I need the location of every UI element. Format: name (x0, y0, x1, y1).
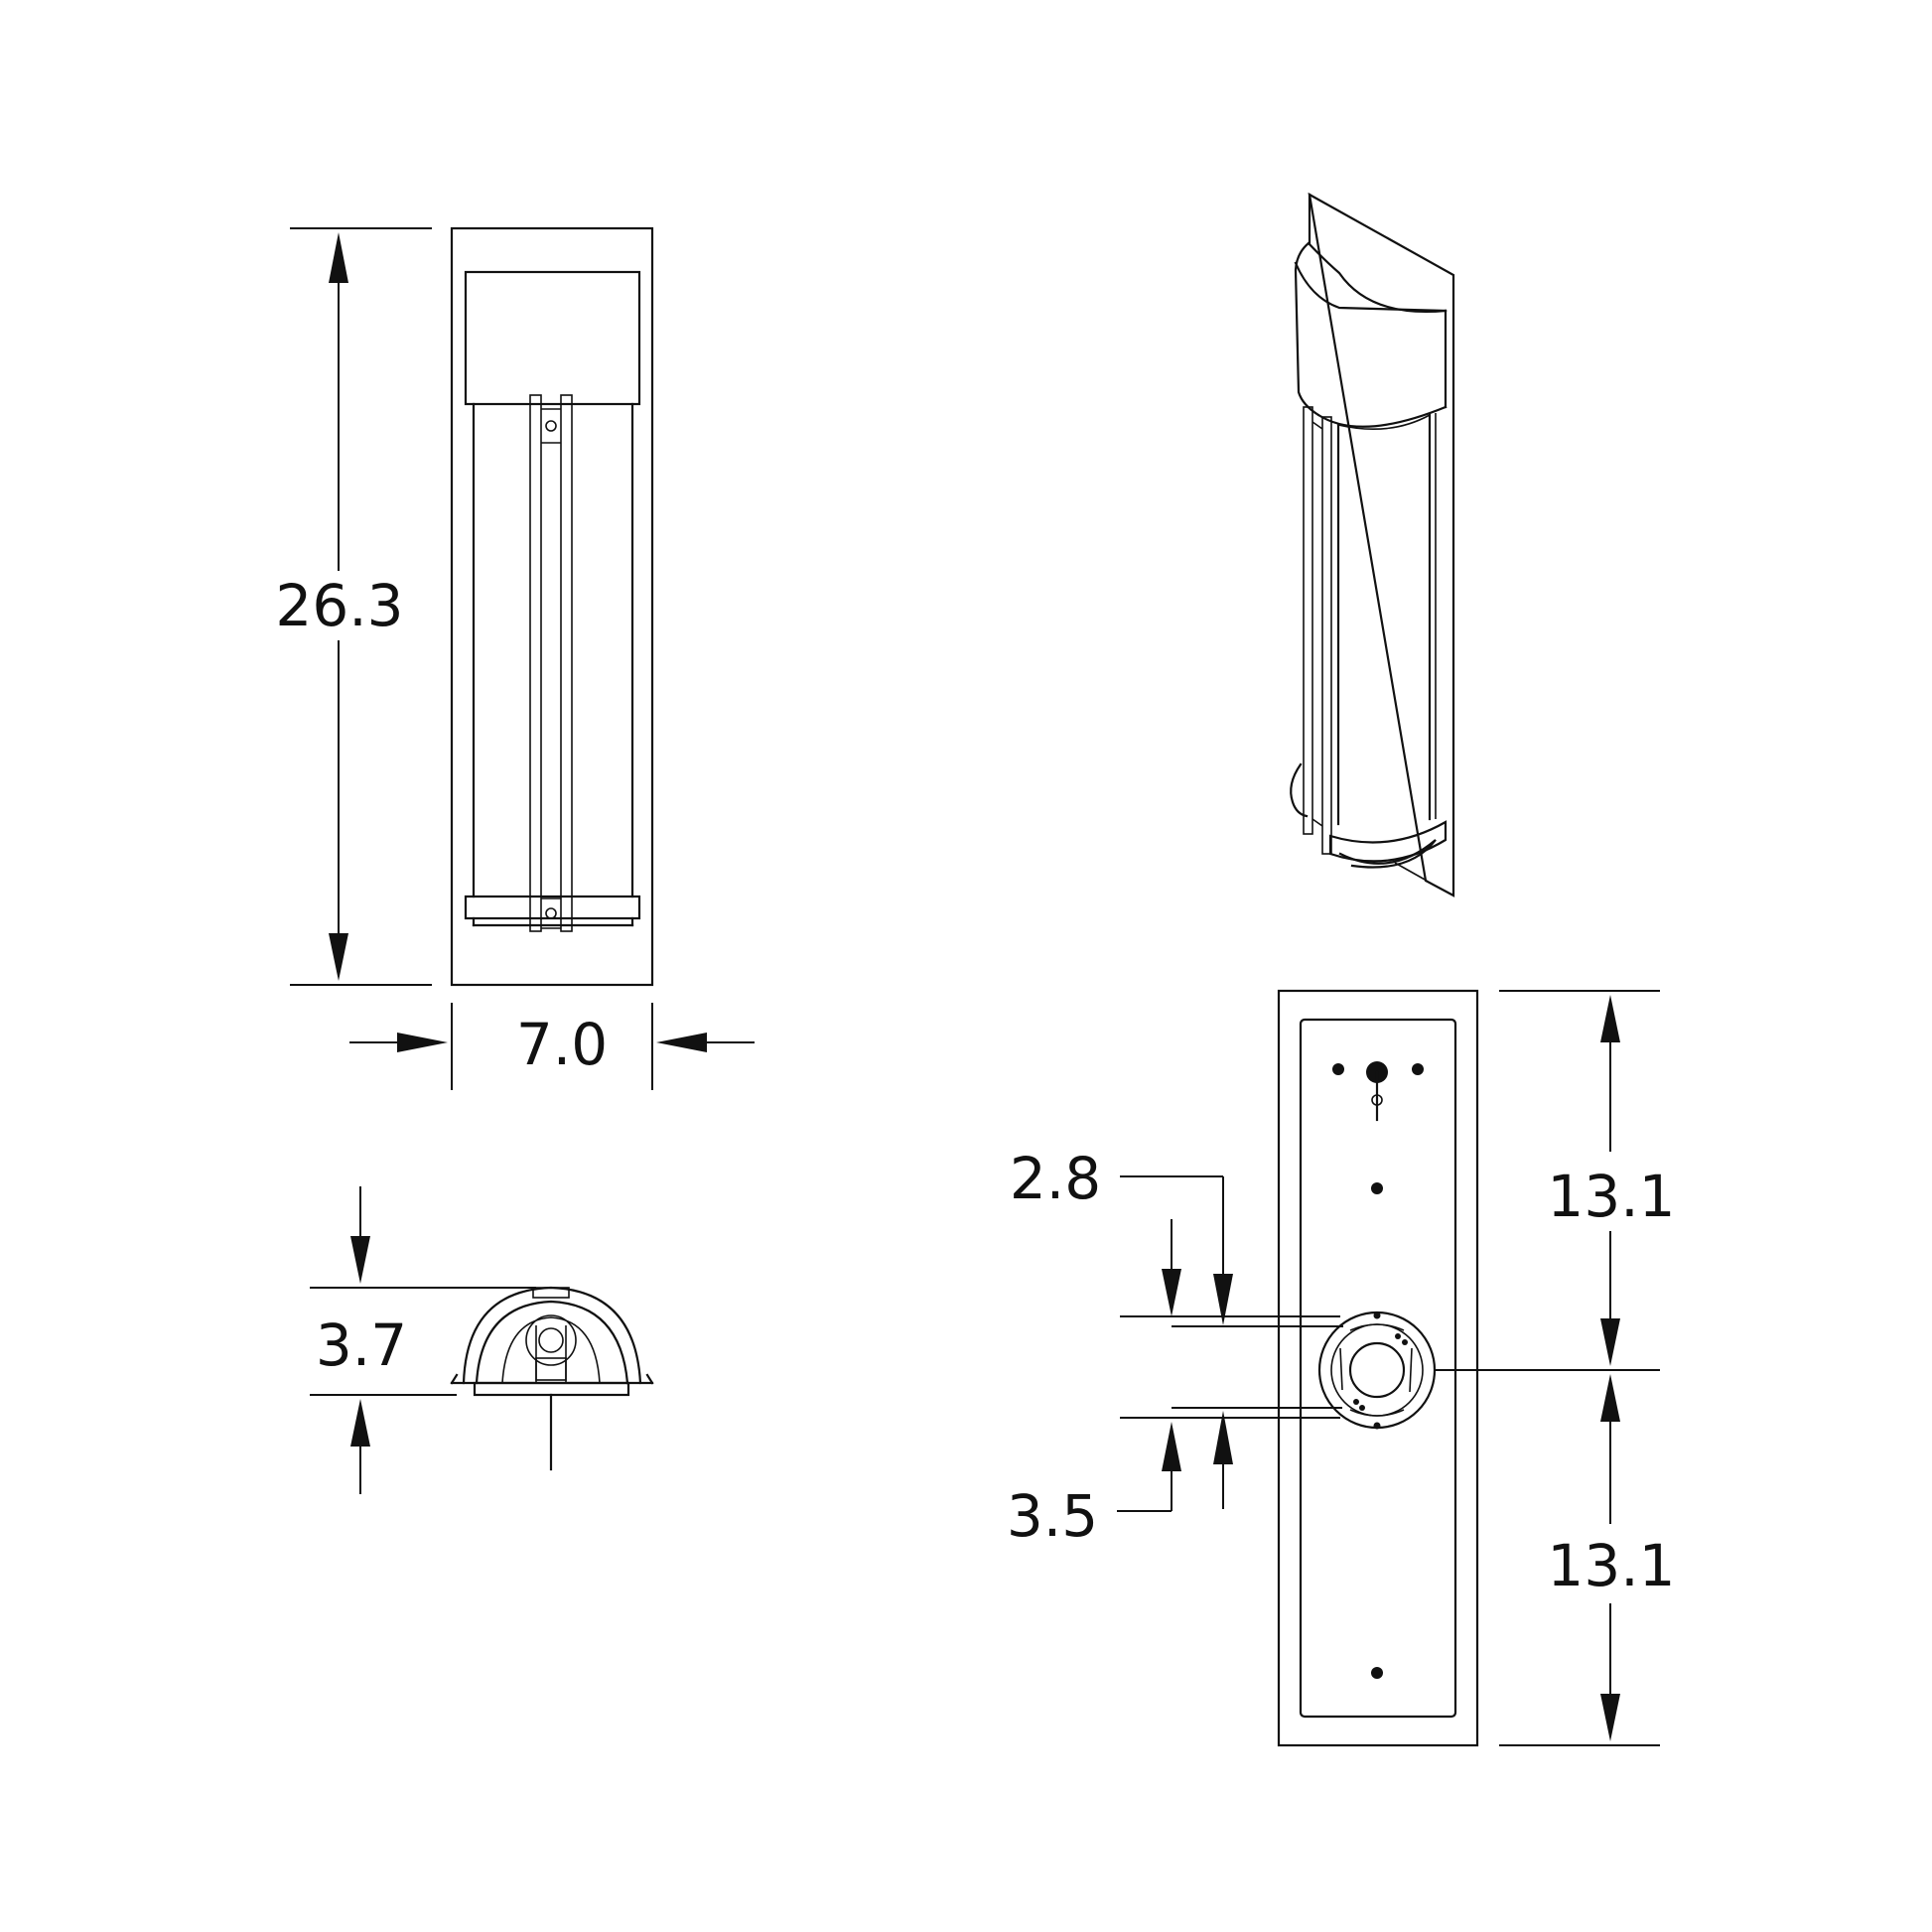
lower-offset-arrow-b (1162, 1422, 1181, 1471)
upper-offset-arrow-b (1213, 1274, 1233, 1325)
upper-half-arrow-bottom (1600, 1318, 1620, 1366)
width-dimension: 7.0 (349, 1003, 755, 1090)
upper-half-label: 13.1 (1547, 1163, 1675, 1230)
upper-half-arrow-top (1600, 995, 1620, 1042)
lower-offset-label: 3.5 (1007, 1482, 1098, 1550)
mounting-hole-right (1412, 1063, 1424, 1075)
top-view (450, 1286, 654, 1471)
upper-offset-dimension: 2.8 (1010, 1145, 1343, 1327)
junction-box-outer (1317, 1311, 1437, 1430)
half-height-dimensions: 13.1 13.1 (1435, 990, 1676, 1746)
mounting-hole-bottom (1371, 1667, 1383, 1679)
width-arrow-right (656, 1033, 707, 1052)
depth-dimension: 3.7 (310, 1186, 536, 1494)
mounting-hole-left (1332, 1063, 1344, 1075)
height-label: 26.3 (275, 572, 403, 639)
depth-arrow-top (350, 1236, 370, 1284)
lower-half-arrow-bottom (1600, 1694, 1620, 1741)
lower-offset-dimension: 3.5 (1007, 1407, 1342, 1550)
upper-offset-arrow-a (1162, 1269, 1181, 1316)
width-label: 7.0 (516, 1011, 608, 1078)
height-arrow-top (329, 232, 348, 283)
upper-offset-label: 2.8 (1010, 1145, 1101, 1212)
lower-half-label: 13.1 (1547, 1532, 1675, 1599)
isometric-view (1290, 192, 1455, 897)
width-arrow-left (397, 1033, 448, 1052)
lower-half-arrow-top (1600, 1374, 1620, 1422)
lower-offset-arrow-a (1213, 1411, 1233, 1464)
back-plate-view (1277, 989, 1479, 1747)
height-arrow-bottom (329, 933, 348, 981)
front-view (450, 226, 654, 987)
depth-arrow-bottom (350, 1399, 370, 1447)
height-dimension: 26.3 (275, 227, 432, 986)
mounting-hole-middle (1371, 1182, 1383, 1194)
depth-label: 3.7 (316, 1311, 407, 1379)
